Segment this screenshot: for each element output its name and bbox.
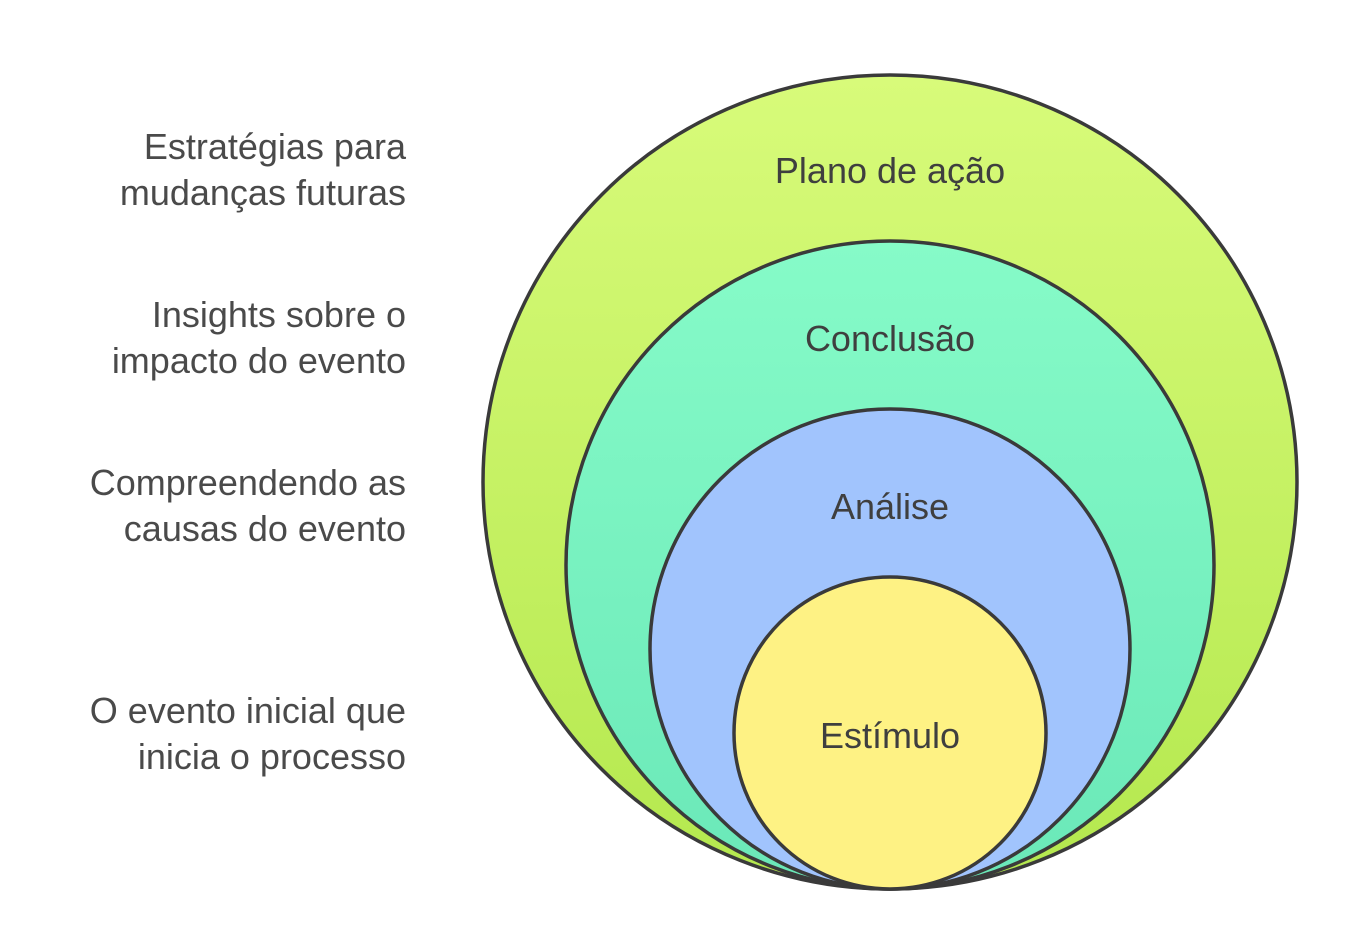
description-line: causas do evento — [123, 508, 406, 549]
description-conclusao: Insights sobre o impacto do evento — [112, 292, 406, 384]
layer-label-estimulo: Estímulo — [820, 715, 960, 756]
layer-label-analise: Análise — [831, 486, 949, 527]
layer-label-plano-de-acao: Plano de ação — [775, 150, 1005, 191]
description-line: mudanças futuras — [119, 172, 406, 213]
description-line: inicia o processo — [137, 736, 406, 777]
description-analise: Compreendendo as causas do evento — [90, 460, 406, 552]
description-estimulo: O evento inicial que inicia o processo — [90, 688, 406, 780]
description-line: O evento inicial que — [89, 690, 406, 731]
layer-label-conclusao: Conclusão — [805, 318, 975, 359]
description-line: Estratégias para — [143, 126, 406, 167]
description-line: Insights sobre o — [151, 294, 406, 335]
layer-circle-estimulo — [732, 575, 1048, 891]
description-line: Compreendendo as — [89, 462, 406, 503]
description-plano-de-acao: Estratégias para mudanças futuras — [120, 124, 406, 216]
description-line: impacto do evento — [111, 340, 406, 381]
